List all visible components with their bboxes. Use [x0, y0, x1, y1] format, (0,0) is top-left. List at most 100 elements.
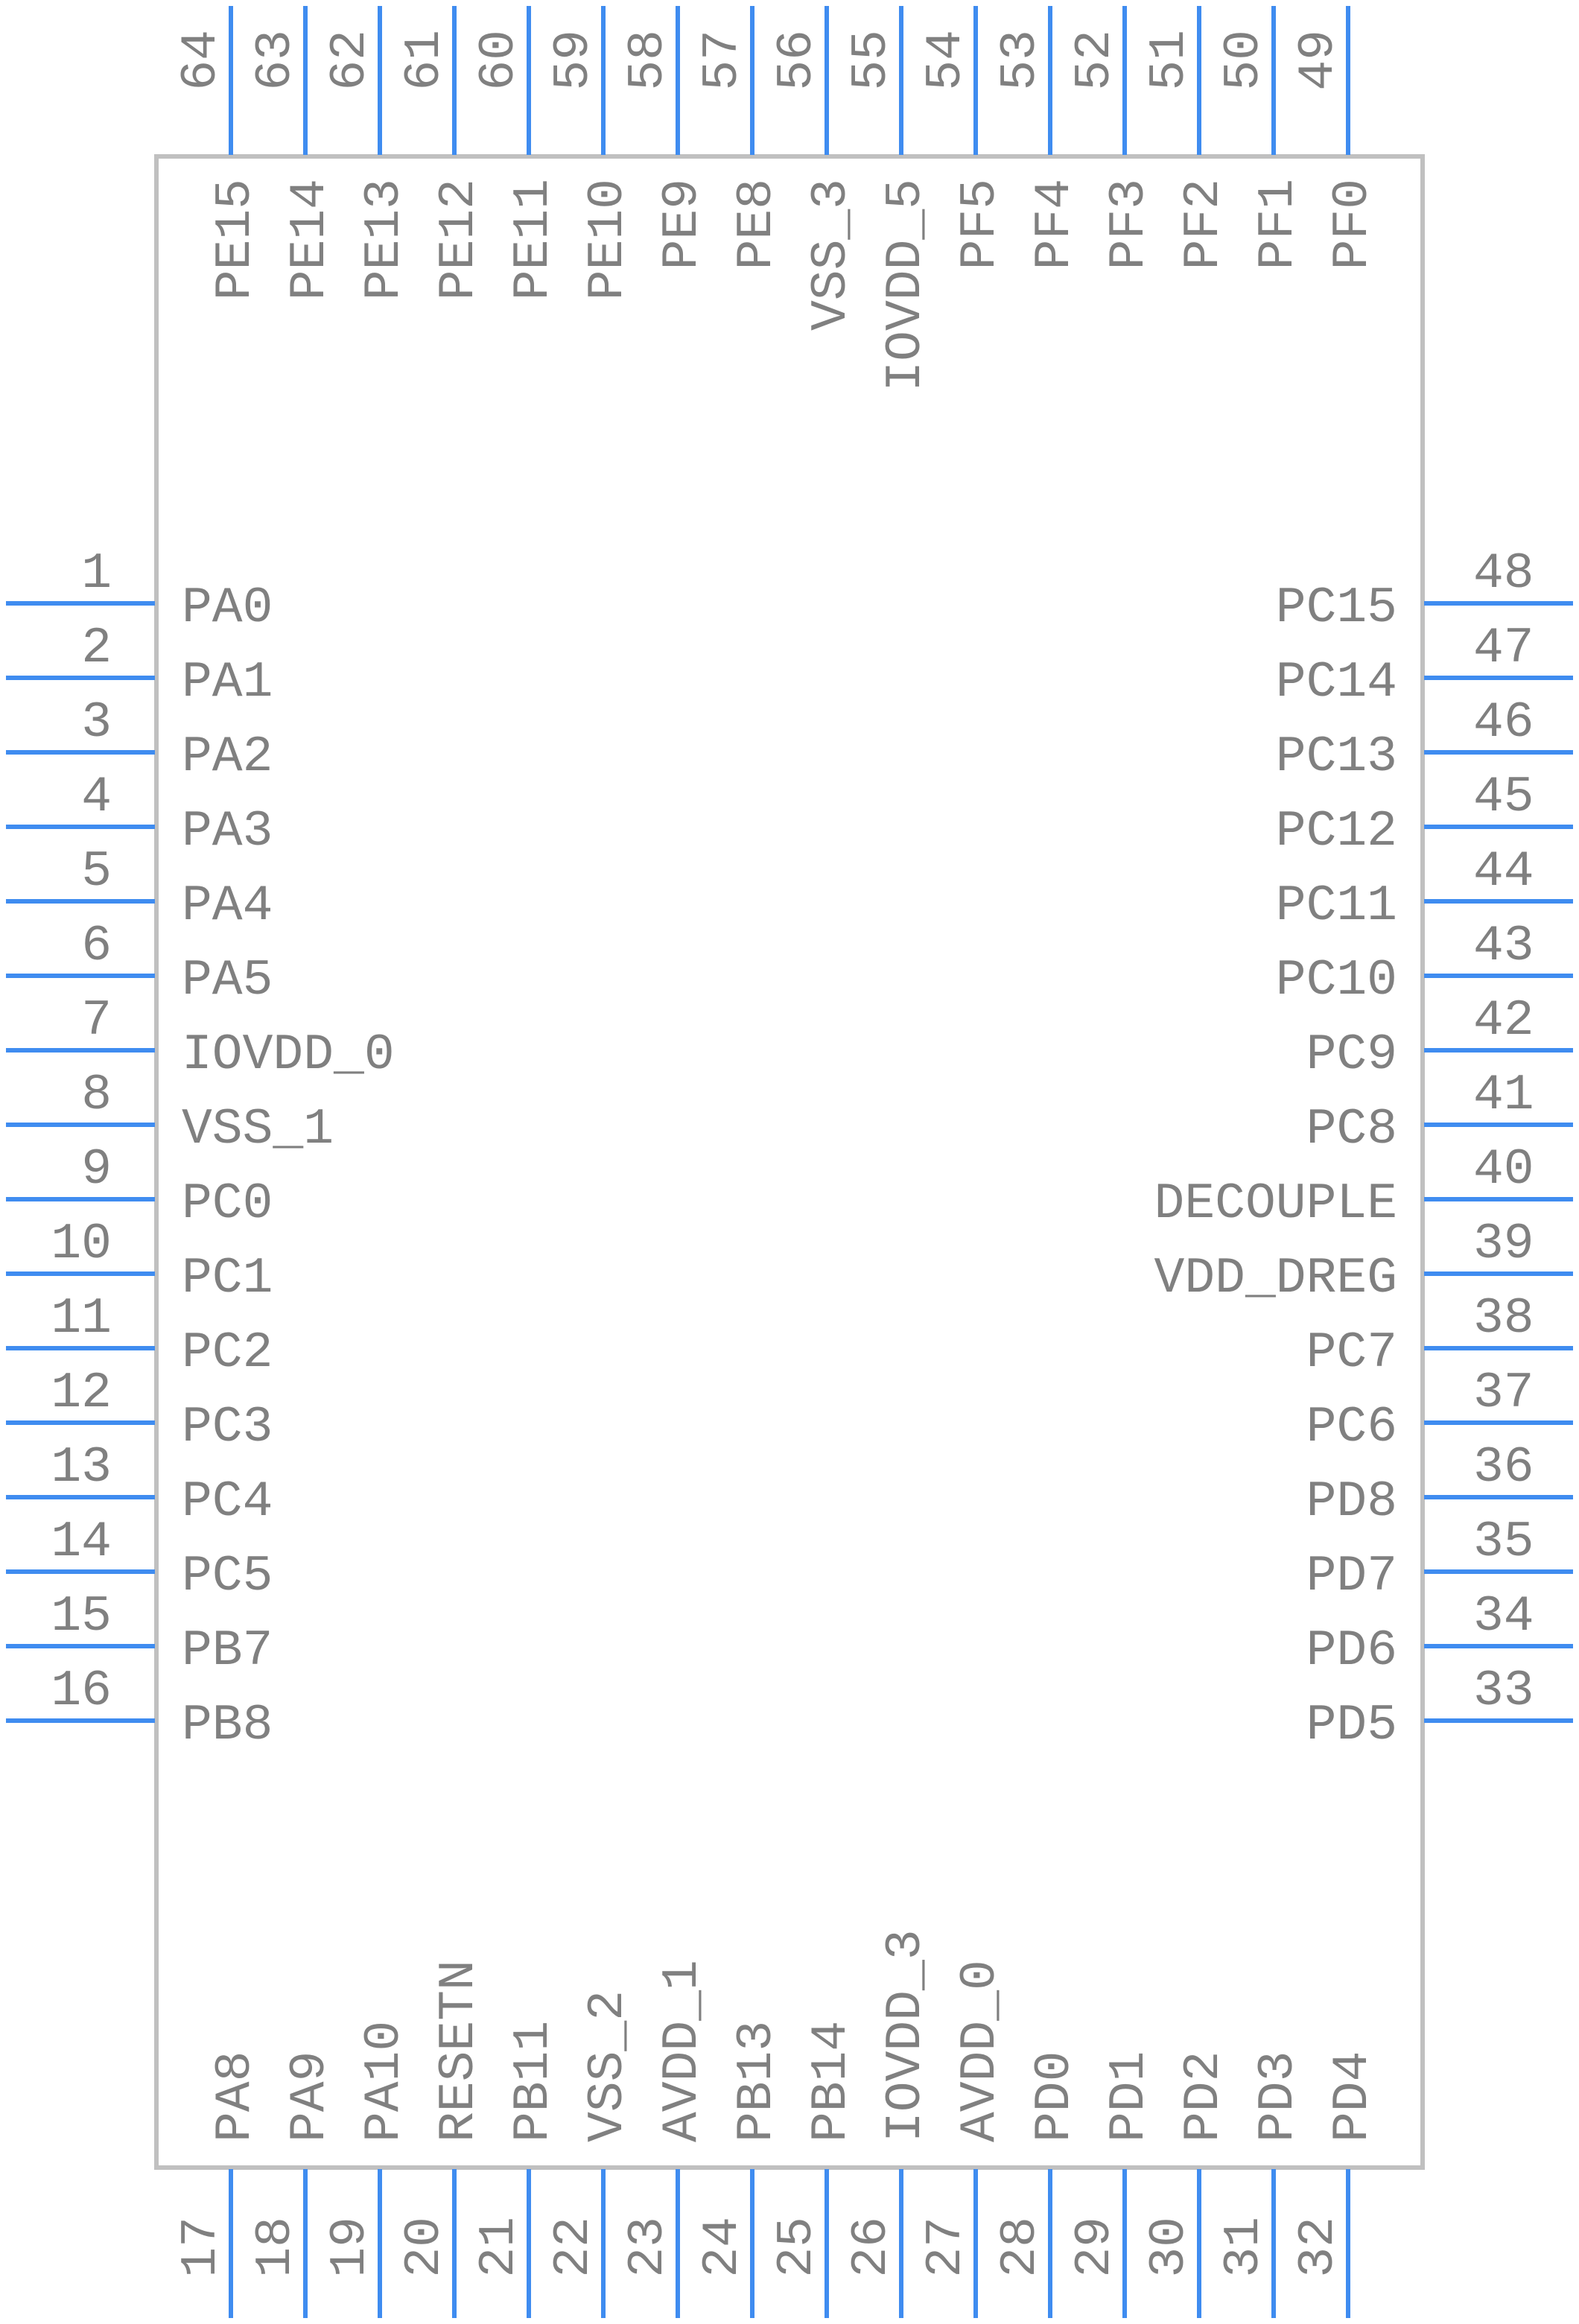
pin-label: VSS_2: [579, 1990, 637, 2142]
pin-label: PD4: [1324, 2051, 1382, 2142]
pin-number: 43: [1473, 918, 1534, 975]
pin-number: 54: [918, 30, 975, 91]
pin-label: PE12: [431, 179, 488, 300]
pin-number: 55: [843, 30, 900, 91]
right-pin-group: 48PC1547PC1446PC1345PC1244PC1143PC1042PC…: [1154, 545, 1573, 1754]
pin-number: 44: [1473, 843, 1534, 901]
pin-label: PA1: [182, 654, 273, 711]
pin-label: PF5: [952, 179, 1009, 270]
pin-number: 39: [1473, 1216, 1534, 1273]
pin-number: 36: [1473, 1439, 1534, 1496]
pin-number: 22: [545, 2217, 603, 2278]
pin-number: 9: [81, 1141, 112, 1198]
pin-label: PF0: [1324, 179, 1382, 270]
pin-number: 59: [545, 30, 603, 91]
pin-number: 30: [1141, 2217, 1198, 2278]
pin-number: 60: [471, 30, 528, 91]
pin-number: 4: [81, 769, 112, 826]
pin-label: PF1: [1250, 179, 1307, 270]
pin-label: VSS_3: [803, 179, 860, 331]
pin-label: RESETN: [431, 1960, 488, 2142]
pin-number: 7: [81, 992, 112, 1050]
pin-number: 40: [1473, 1141, 1534, 1198]
pin-label: VSS_1: [182, 1101, 334, 1158]
pin-label: PE8: [728, 179, 786, 270]
pin-number: 35: [1473, 1514, 1534, 1571]
pin-number: 15: [51, 1588, 112, 1645]
pin-label: PD8: [1306, 1473, 1397, 1531]
pin-number: 51: [1141, 30, 1198, 91]
pin-label: PC8: [1306, 1101, 1397, 1158]
pin-label: PA4: [182, 877, 273, 935]
bottom-pin-group: 17PA818PA919PA1020RESETN21PB1122VSS_223A…: [173, 1929, 1382, 2318]
pin-label: PA8: [207, 2051, 264, 2142]
pin-label: PC2: [182, 1324, 273, 1382]
pin-label: PB13: [728, 2021, 786, 2142]
pin-label: PE11: [505, 179, 562, 300]
pin-label: PD5: [1306, 1697, 1397, 1754]
pin-label: PA10: [356, 2021, 413, 2142]
pin-label: PC0: [182, 1175, 273, 1233]
pin-label: PE10: [579, 179, 637, 300]
pin-label: PA0: [182, 580, 273, 637]
pin-label: PA5: [182, 952, 273, 1009]
pin-number: 28: [992, 2217, 1049, 2278]
pin-label: IOVDD_5: [877, 179, 935, 392]
pin-number: 42: [1473, 992, 1534, 1050]
pin-label: PE13: [356, 179, 413, 300]
pin-label: PD6: [1306, 1622, 1397, 1680]
pin-label: PB8: [182, 1697, 273, 1754]
pin-number: 29: [1067, 2217, 1124, 2278]
component-body: [154, 154, 1425, 2170]
pin-label: IOVDD_0: [182, 1026, 395, 1084]
pin-label: PB14: [803, 2021, 860, 2142]
pin-label: PE15: [207, 179, 264, 300]
pin-label: PF2: [1175, 179, 1233, 270]
pin-number: 5: [81, 843, 112, 901]
pin-number: 62: [322, 30, 379, 91]
pin-number: 37: [1473, 1365, 1534, 1422]
pin-number: 8: [81, 1067, 112, 1124]
pin-label: PD1: [1101, 2051, 1158, 2142]
pin-label: PC1: [182, 1250, 273, 1307]
pin-number: 26: [843, 2217, 900, 2278]
pin-number: 24: [694, 2217, 752, 2278]
pin-label: PC6: [1306, 1399, 1397, 1456]
pin-label: PE14: [282, 179, 339, 300]
pin-number: 64: [173, 30, 230, 91]
pin-22: 22 VSS_2: [545, 1990, 637, 2318]
pin-label: DECOUPLE: [1154, 1175, 1397, 1233]
pin-number: 61: [396, 30, 454, 91]
pin-number: 48: [1473, 545, 1534, 603]
pin-number: 33: [1473, 1663, 1534, 1720]
pin-label: PA9: [282, 2051, 339, 2142]
pin-label: PA3: [182, 803, 273, 860]
left-pin-group: 1PA02PA13PA24PA35PA46PA57IOVDD_08VSS_19P…: [6, 545, 395, 1754]
pin-24: 24 PB13: [694, 2021, 786, 2318]
